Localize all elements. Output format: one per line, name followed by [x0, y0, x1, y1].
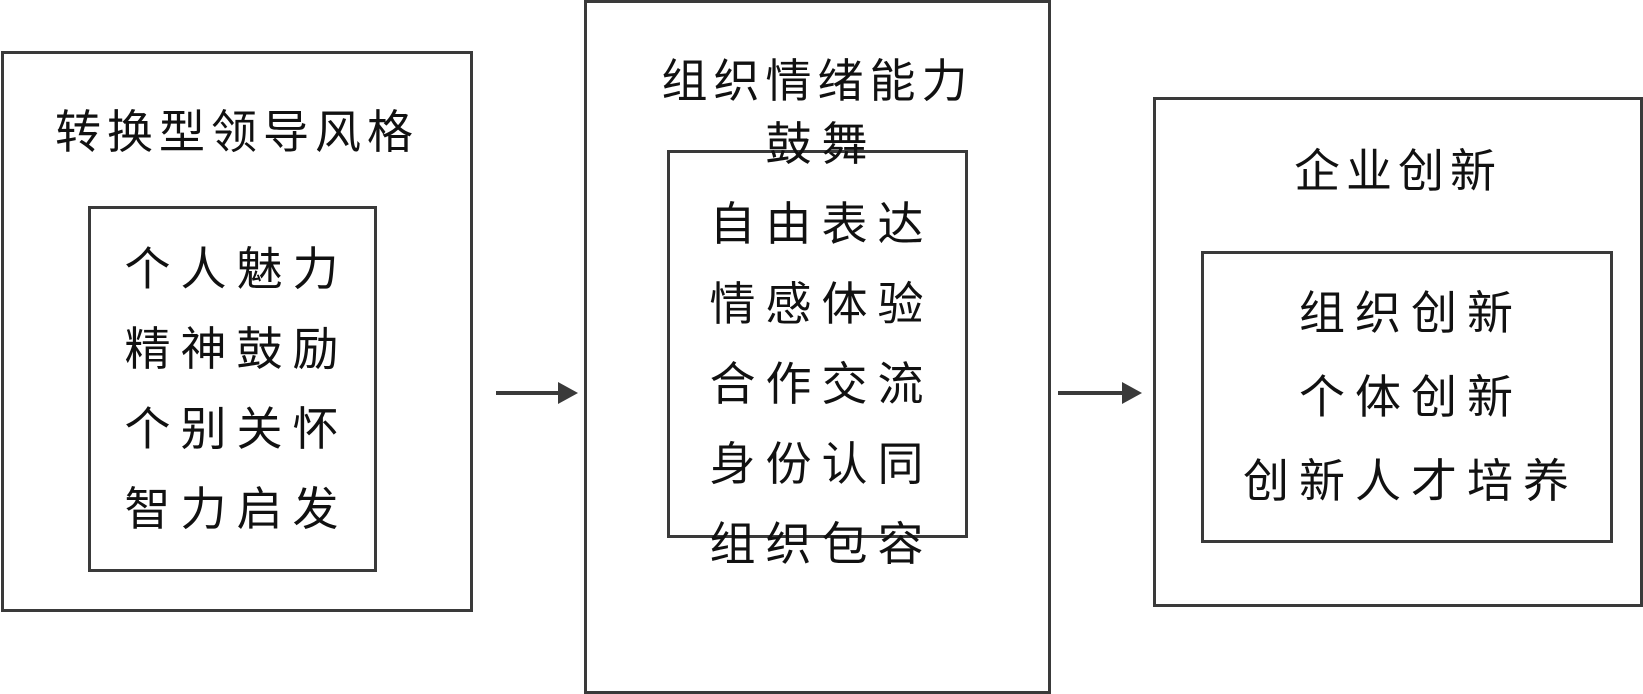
organizational-emotional-capability-box: 组织情绪能力 鼓舞 自由表达 情感体验 合作交流 身份认同 组织包容 — [584, 0, 1051, 694]
dimensions-list: 鼓舞 自由表达 情感体验 合作交流 身份认同 组织包容 — [667, 121, 968, 567]
list-item: 自由表达 — [709, 197, 934, 251]
arrow-right-icon — [496, 382, 578, 404]
list-item: 情感体验 — [709, 277, 934, 331]
list-item: 智力启发 — [124, 482, 349, 536]
box-title: 转换型领导风格 — [55, 105, 419, 159]
arrow-right-icon — [1058, 382, 1142, 404]
dimensions-list: 组织创新 个体创新 创新人才培养 — [1201, 251, 1613, 543]
list-item: 鼓舞 — [765, 117, 878, 171]
transformational-leadership-box: 转换型领导风格 个人魅力 精神鼓励 个别关怀 智力启发 — [1, 51, 473, 612]
list-item: 个别关怀 — [124, 402, 349, 456]
list-item: 合作交流 — [709, 357, 934, 411]
list-item: 精神鼓励 — [124, 322, 349, 376]
list-item: 创新人才培养 — [1243, 454, 1579, 508]
box-title: 企业创新 — [1294, 144, 1502, 198]
dimensions-list: 个人魅力 精神鼓励 个别关怀 智力启发 — [88, 206, 377, 572]
list-item: 个体创新 — [1299, 370, 1523, 424]
list-item: 组织创新 — [1299, 286, 1523, 340]
box-title: 组织情绪能力 — [661, 54, 974, 108]
list-item: 个人魅力 — [124, 242, 349, 296]
list-item: 身份认同 — [709, 437, 934, 491]
list-item: 组织包容 — [709, 517, 934, 571]
enterprise-innovation-box: 企业创新 组织创新 个体创新 创新人才培养 — [1153, 97, 1643, 607]
